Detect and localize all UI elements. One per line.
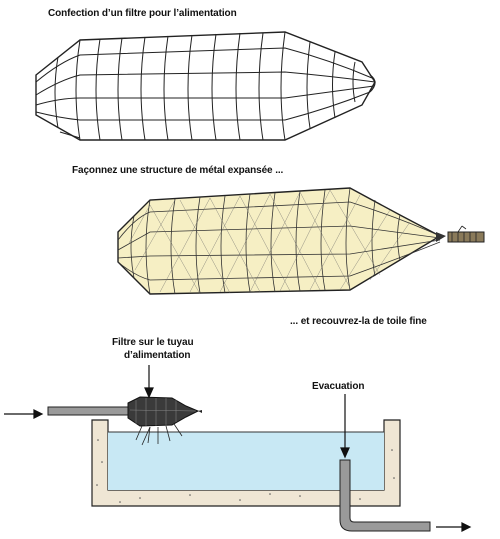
hose-stub (447, 231, 485, 243)
label-filter-line2: d’alimentation (124, 350, 191, 361)
tank-illustration (4, 365, 472, 532)
covered-filter-illustration (117, 187, 485, 295)
inlet-pipe (47, 406, 131, 416)
filter-tip (436, 232, 446, 242)
fabric-cover (117, 187, 442, 295)
frame-nose (369, 74, 376, 93)
inlet-filter (127, 396, 200, 427)
label-step1: Façonnez une structure de métal expansée… (72, 165, 284, 176)
label-filter-line1: Filtre sur le tuyau (112, 337, 194, 348)
frame-outline (35, 31, 376, 141)
label-drain: Evacuation (312, 381, 365, 392)
label-title: Confection d’un filtre pour l’alimentati… (48, 8, 237, 19)
drain-pipe (339, 459, 431, 532)
label-step2: ... et recouvrez-la de toile fine (290, 316, 427, 327)
water (108, 432, 384, 490)
mesh-frame-illustration (35, 31, 376, 141)
